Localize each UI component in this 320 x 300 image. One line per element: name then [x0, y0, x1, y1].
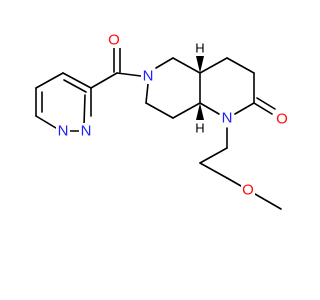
atom-n1: N — [222, 110, 233, 127]
atom-n-pyridazine-2: N — [81, 123, 92, 140]
bond-c8-c7 — [145, 102, 174, 119]
atom-labels: O N N N N O O H H — [56, 32, 289, 199]
wedge-c4a-h — [196, 56, 204, 73]
atom-o-methoxy: O — [242, 182, 254, 199]
bond-pyr-inner-n2-c3 — [83, 94, 86, 126]
bond-c7-n6 — [145, 83, 149, 104]
bond-c4a-c4 — [199, 57, 228, 74]
bond-n1-c8a — [199, 102, 220, 115]
bond-c2-n1 — [234, 102, 255, 115]
bond-pyr-c3-c4 — [62, 72, 92, 89]
atom-o-lactam: O — [276, 111, 288, 128]
bond-chain-c1-c2 — [199, 147, 228, 164]
bond-c4-c3 — [226, 57, 255, 74]
atom-n-pyridazine-1: N — [58, 123, 69, 140]
bond-pyr-c6-n1 — [35, 115, 57, 129]
atom-h-c4a: H — [195, 41, 204, 56]
bonds — [35, 47, 282, 210]
bond-chain-c2-c3 — [199, 162, 228, 179]
atom-n6: N — [143, 68, 154, 85]
bond-c8a-c8 — [172, 102, 201, 119]
bond-pyr-c4-c5 — [35, 72, 64, 89]
wedge-c8a-h — [196, 103, 204, 120]
bond-chain-c3-o — [226, 177, 242, 187]
bond-c5-c4a — [172, 57, 201, 74]
molecule-structure: O N N N N O O H H — [35, 32, 289, 210]
bond-carbonyl-n — [116, 72, 142, 77]
bond-pyr-inner-c3-c4 — [63, 79, 87, 93]
stereo-wedges — [196, 56, 204, 120]
bond-n6-c5 — [155, 57, 174, 69]
bond-o-methyl — [254, 193, 282, 210]
bond-lactam-co-b — [256, 97, 276, 110]
bond-carbonyl-pyridazine — [90, 72, 118, 89]
bond-lactam-co-a — [253, 102, 273, 115]
atom-h-c8a: H — [195, 121, 204, 136]
atom-o-carbonyl: O — [108, 32, 120, 49]
